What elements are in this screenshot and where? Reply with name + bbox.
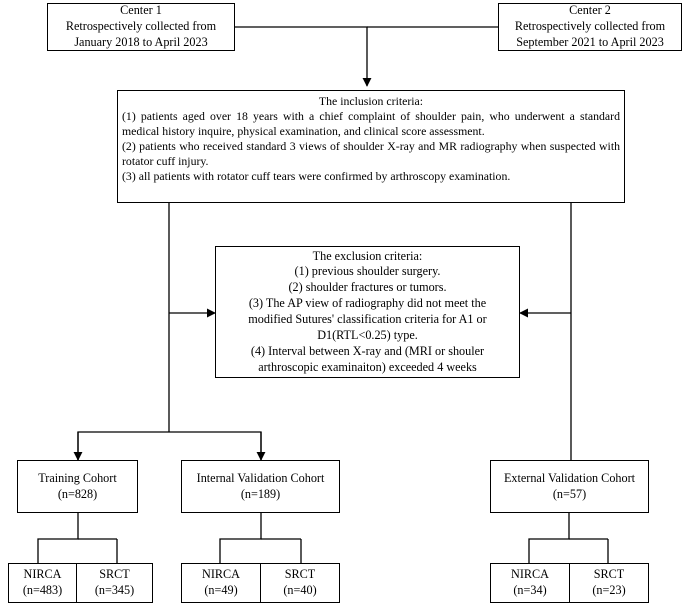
center2-box: Center 2 Retrospectively collected from … [498, 3, 682, 51]
exclusion-title: The exclusion criteria: [312, 248, 423, 263]
internal-nirca-count: (n=49) [204, 583, 238, 597]
external-nirca-count: (n=34) [513, 583, 547, 597]
external-cohort-box: External Validation Cohort (n=57) [490, 460, 649, 513]
center1-title: Center 1 [120, 3, 162, 18]
training-srct-count: (n=345) [94, 583, 135, 597]
inclusion-item-1: (1) patients aged over 18 years with a c… [122, 108, 620, 138]
internal-nirca-name: NIRCA [202, 567, 240, 582]
external-srct-count: (n=23) [592, 583, 626, 597]
training-cohort-count: (n=828) [57, 486, 98, 501]
external-nirca-name: NIRCA [511, 567, 549, 582]
training-split [77, 431, 262, 460]
internal-nirca-box: NIRCA (n=49) [181, 563, 261, 603]
inclusion-item-3: (3) all patients with rotator cuff tears… [122, 168, 511, 183]
training-nirca-count: (n=483) [22, 583, 63, 597]
center2-title: Center 2 [569, 3, 611, 18]
center1-line1: Retrospectively collected from [65, 19, 217, 34]
training-cohort-box: Training Cohort (n=828) [17, 460, 138, 513]
center2-line1: Retrospectively collected from [514, 19, 666, 34]
external-srct-box: SRCT (n=23) [569, 563, 649, 603]
exclusion-item-1: (1) previous shoulder surgery. [294, 264, 441, 279]
internal-cohort-box: Internal Validation Cohort (n=189) [181, 460, 340, 513]
external-cohort-name: External Validation Cohort [503, 470, 636, 485]
training-srct-box: SRCT (n=345) [76, 563, 153, 603]
external-nirca-box: NIRCA (n=34) [490, 563, 570, 603]
exclusion-criteria-box: The exclusion criteria: (1) previous sho… [215, 246, 520, 378]
exclusion-item-3: (3) The AP view of radiography did not m… [248, 296, 487, 342]
training-srct-name: SRCT [99, 567, 130, 582]
center1-box: Center 1 Retrospectively collected from … [47, 3, 235, 51]
training-subgroup-bracket [37, 513, 79, 563]
external-cohort-count: (n=57) [552, 486, 587, 501]
external-srct-name: SRCT [593, 567, 625, 582]
external-subgroup-bracket [528, 513, 570, 563]
training-nirca-name: NIRCA [23, 567, 62, 582]
internal-srct-box: SRCT (n=40) [260, 563, 340, 603]
exclusion-item-2: (2) shoulder fractures or tumors. [288, 280, 447, 295]
internal-srct-count: (n=40) [283, 583, 317, 597]
internal-subgroup-bracket [219, 513, 262, 563]
training-nirca-box: NIRCA (n=483) [8, 563, 77, 603]
center1-connector [235, 26, 372, 87]
internal-cohort-count: (n=189) [240, 486, 281, 501]
internal-srct-name: SRCT [284, 567, 316, 582]
inclusion-criteria-box: The inclusion criteria: (1) patients age… [117, 90, 625, 203]
inclusion-title: The inclusion criteria: [318, 94, 424, 108]
inclusion-item-2: (2) patients who received standard 3 vie… [122, 138, 620, 168]
center2-line2: September 2021 to April 2023 [516, 34, 664, 49]
exclusion-item-4: (4) Interval between X-ray and (MRI or s… [250, 343, 485, 374]
training-cohort-name: Training Cohort [38, 470, 117, 485]
center1-line2: January 2018 to April 2023 [74, 34, 208, 49]
internal-cohort-name: Internal Validation Cohort [196, 470, 325, 485]
